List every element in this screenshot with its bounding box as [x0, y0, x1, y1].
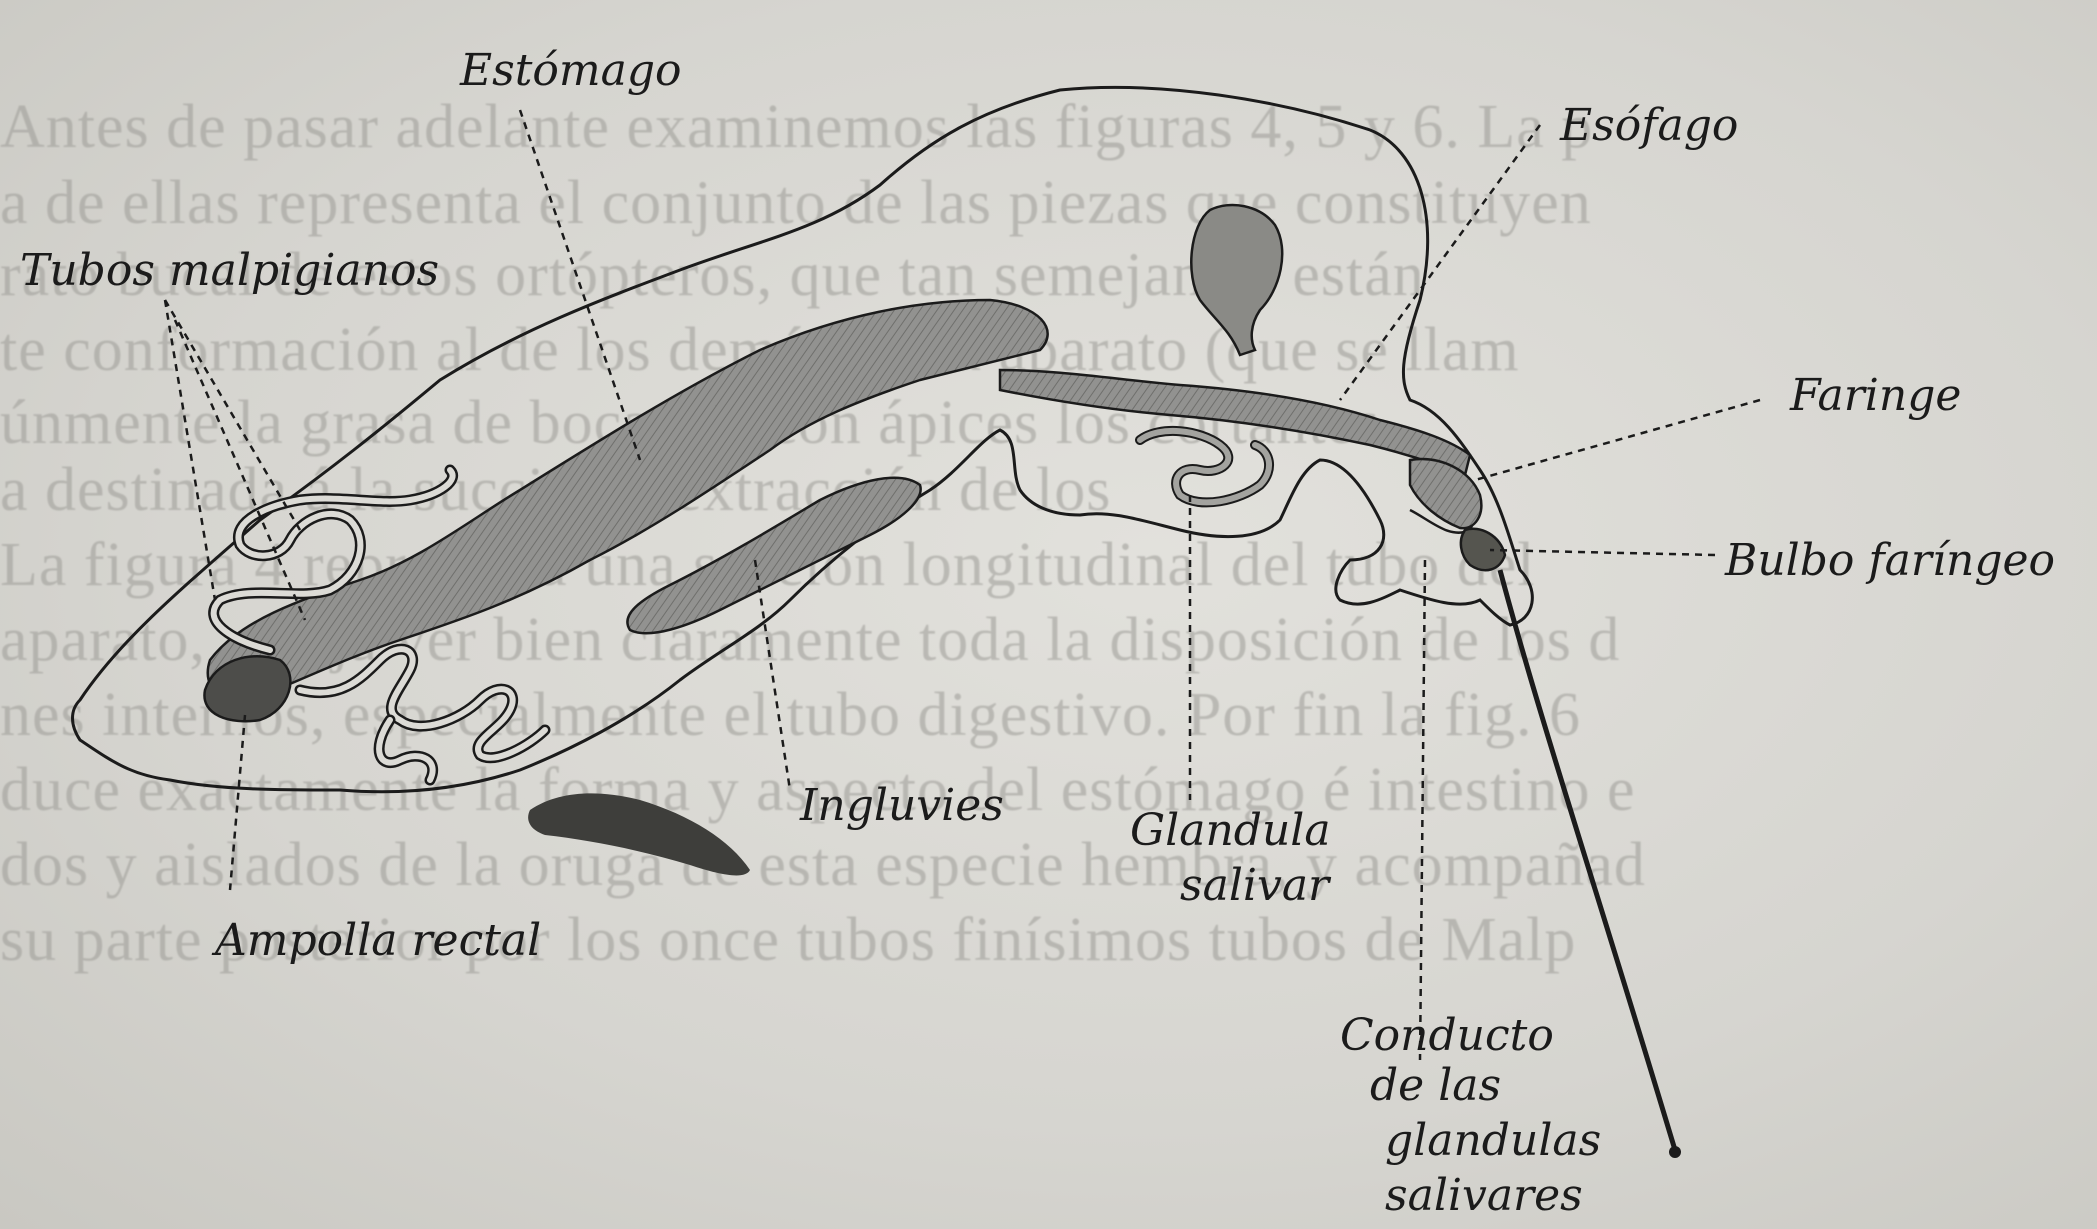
- label-conducto-line4: salivares: [1385, 1170, 1583, 1221]
- label-glandula-line2: salivar: [1180, 860, 1332, 911]
- label-bulbo-faringeo: Bulbo faríngeo: [1724, 535, 2055, 586]
- label-conducto-line2: de las: [1370, 1060, 1501, 1111]
- leader-estomago: [520, 110, 640, 460]
- leader-conducto: [1420, 560, 1425, 1060]
- proboscis-tip: [1669, 1146, 1681, 1158]
- leader-esofago: [1340, 125, 1540, 400]
- dark-fragment: [528, 793, 750, 875]
- pharynx-organ: [1410, 459, 1481, 528]
- leader-tubos-b: [165, 300, 215, 600]
- label-conducto-line1: Conducto: [1340, 1010, 1554, 1061]
- label-ampolla-rectal: Ampolla rectal: [211, 915, 541, 966]
- pharyngeal-bulb-organ: [1461, 529, 1505, 570]
- label-glandula-line1: Glandula: [1130, 805, 1331, 856]
- body-outline: [73, 87, 1533, 791]
- label-faringe: Faringe: [1789, 370, 1961, 421]
- label-esofago: Esófago: [1559, 100, 1738, 151]
- gland-reservoir-organ: [1191, 205, 1282, 355]
- leader-faringe: [1475, 400, 1760, 480]
- esophagus-tube: [1000, 370, 1470, 475]
- leader-tubos-a: [165, 300, 300, 530]
- proboscis: [1500, 570, 1675, 1150]
- leader-ampolla: [230, 715, 245, 890]
- label-conducto-line3: glandulas: [1385, 1115, 1601, 1166]
- label-tubos-malpigianos: Tubos malpigianos: [20, 245, 439, 296]
- leader-ingluvies: [755, 560, 790, 790]
- label-ingluvies: Ingluvies: [799, 780, 1004, 831]
- label-estomago: Estómago: [459, 45, 681, 96]
- leader-bulbo: [1490, 550, 1715, 555]
